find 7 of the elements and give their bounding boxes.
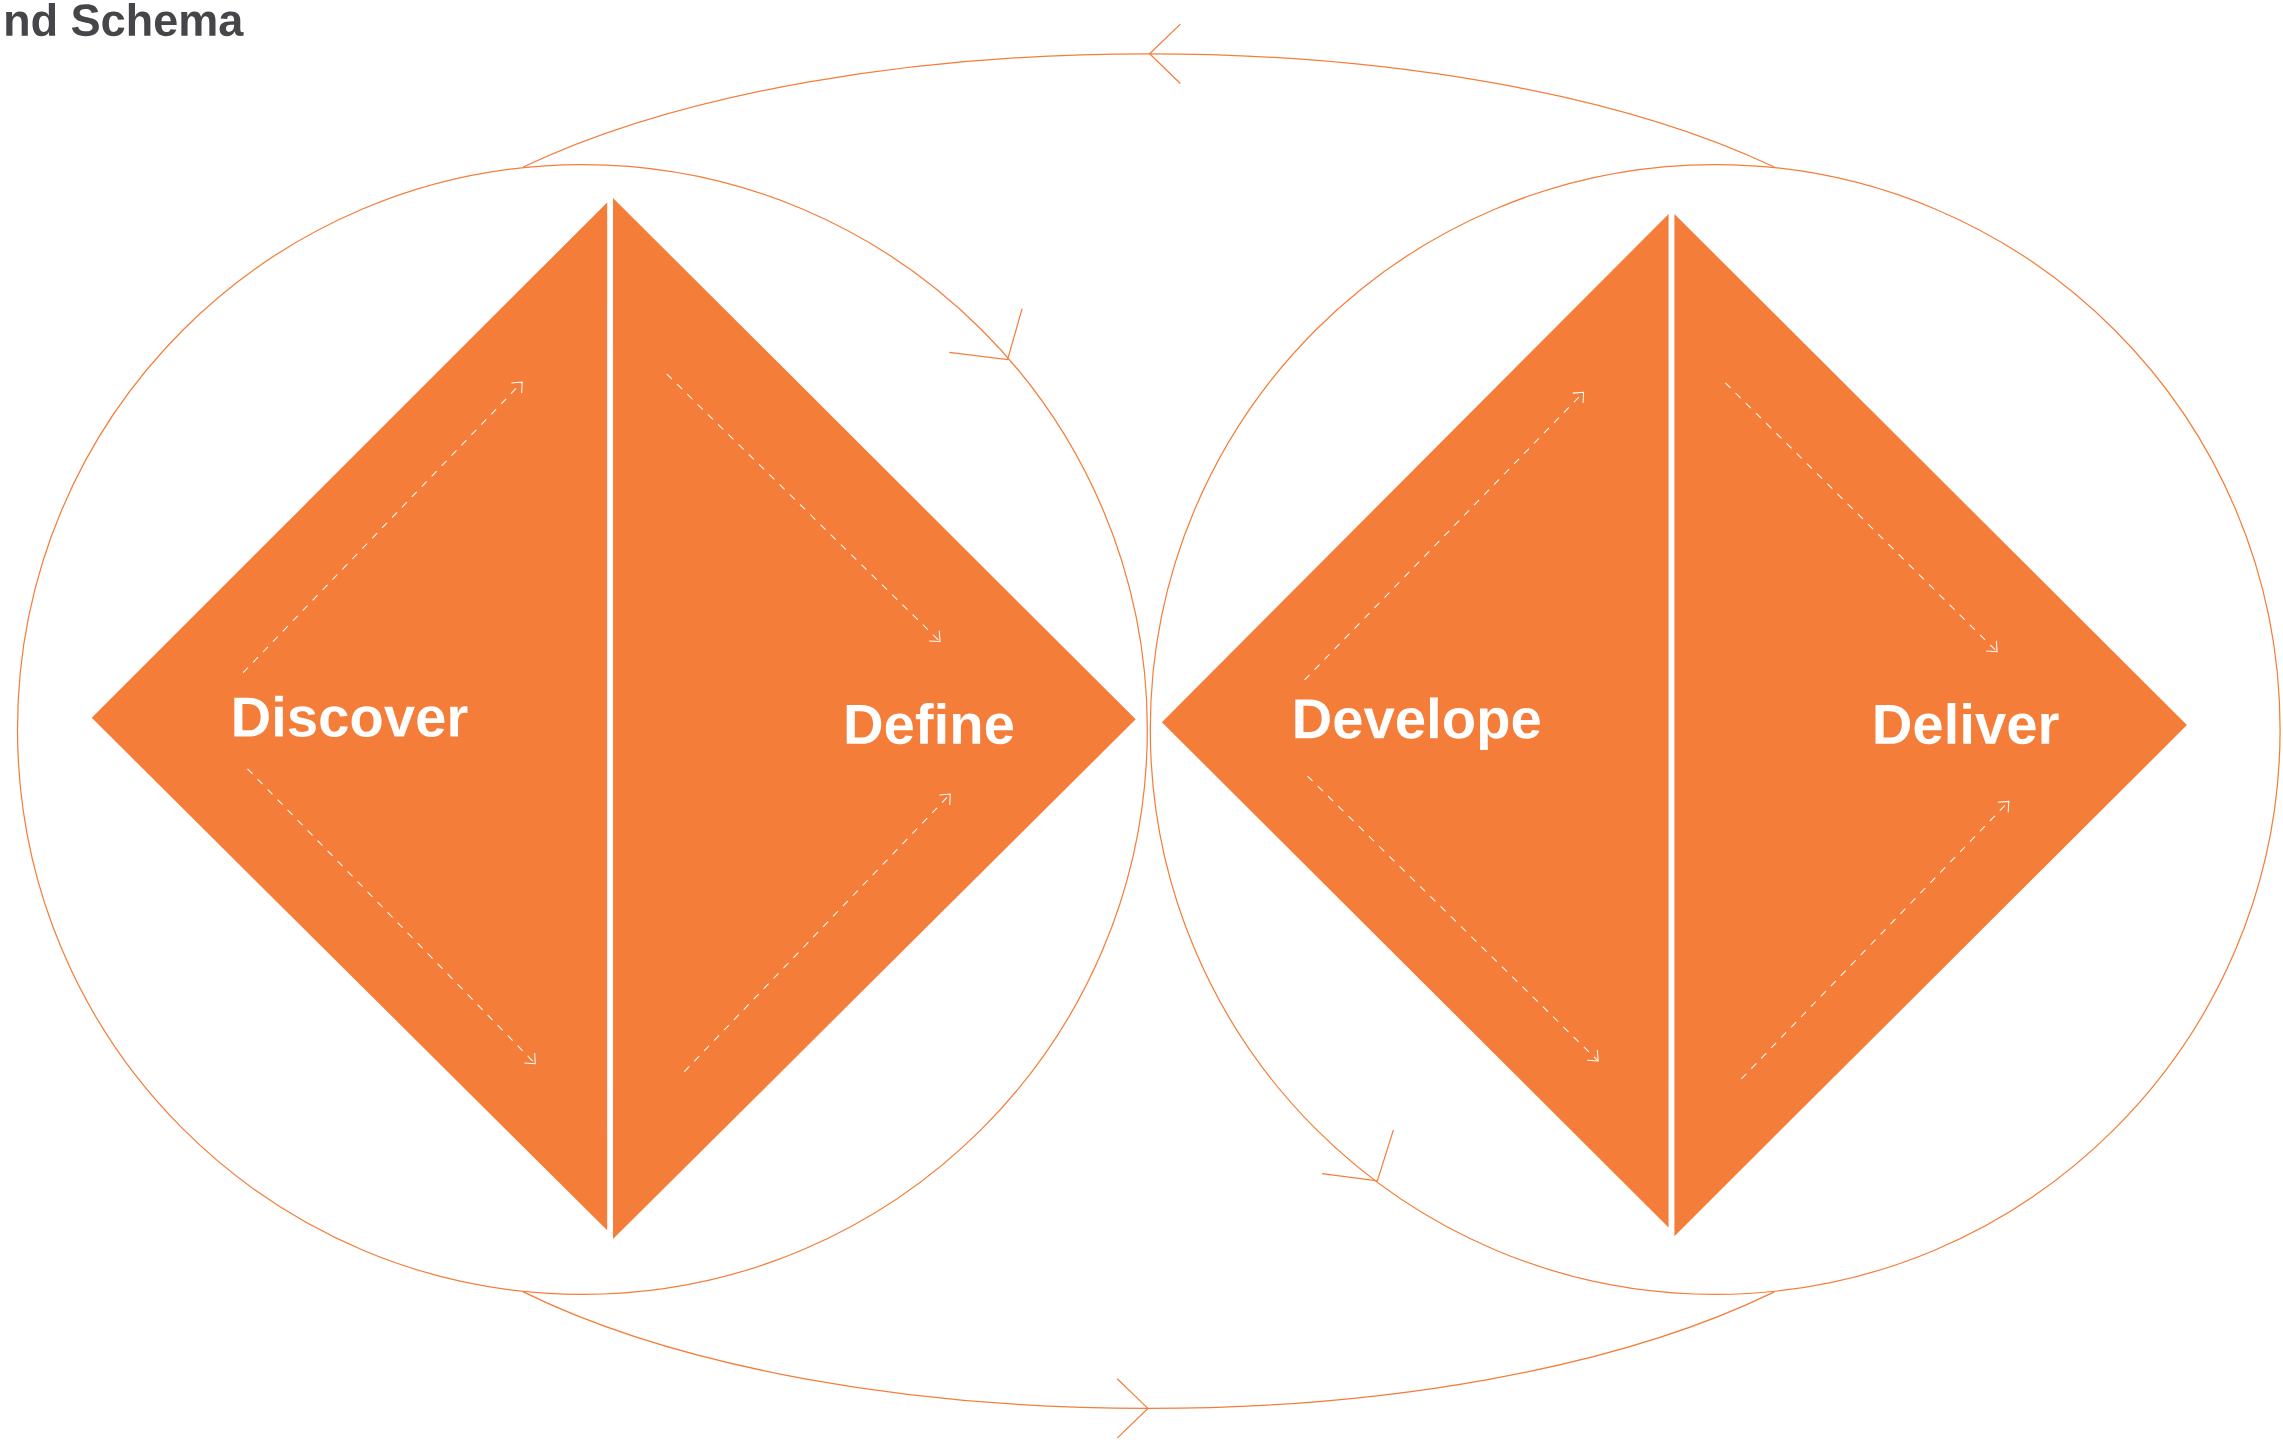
- stage-triangle: Deliver: [1674, 213, 2187, 1237]
- stage-triangle: Develope: [1161, 213, 1669, 1228]
- stage-triangle: Define: [613, 197, 1136, 1239]
- title: nd Schema: [6, 3, 244, 37]
- cycle-circle: [1149, 163, 2281, 1295]
- cycle-circle: [16, 163, 1148, 1295]
- stage-triangle: Discover: [91, 202, 608, 1231]
